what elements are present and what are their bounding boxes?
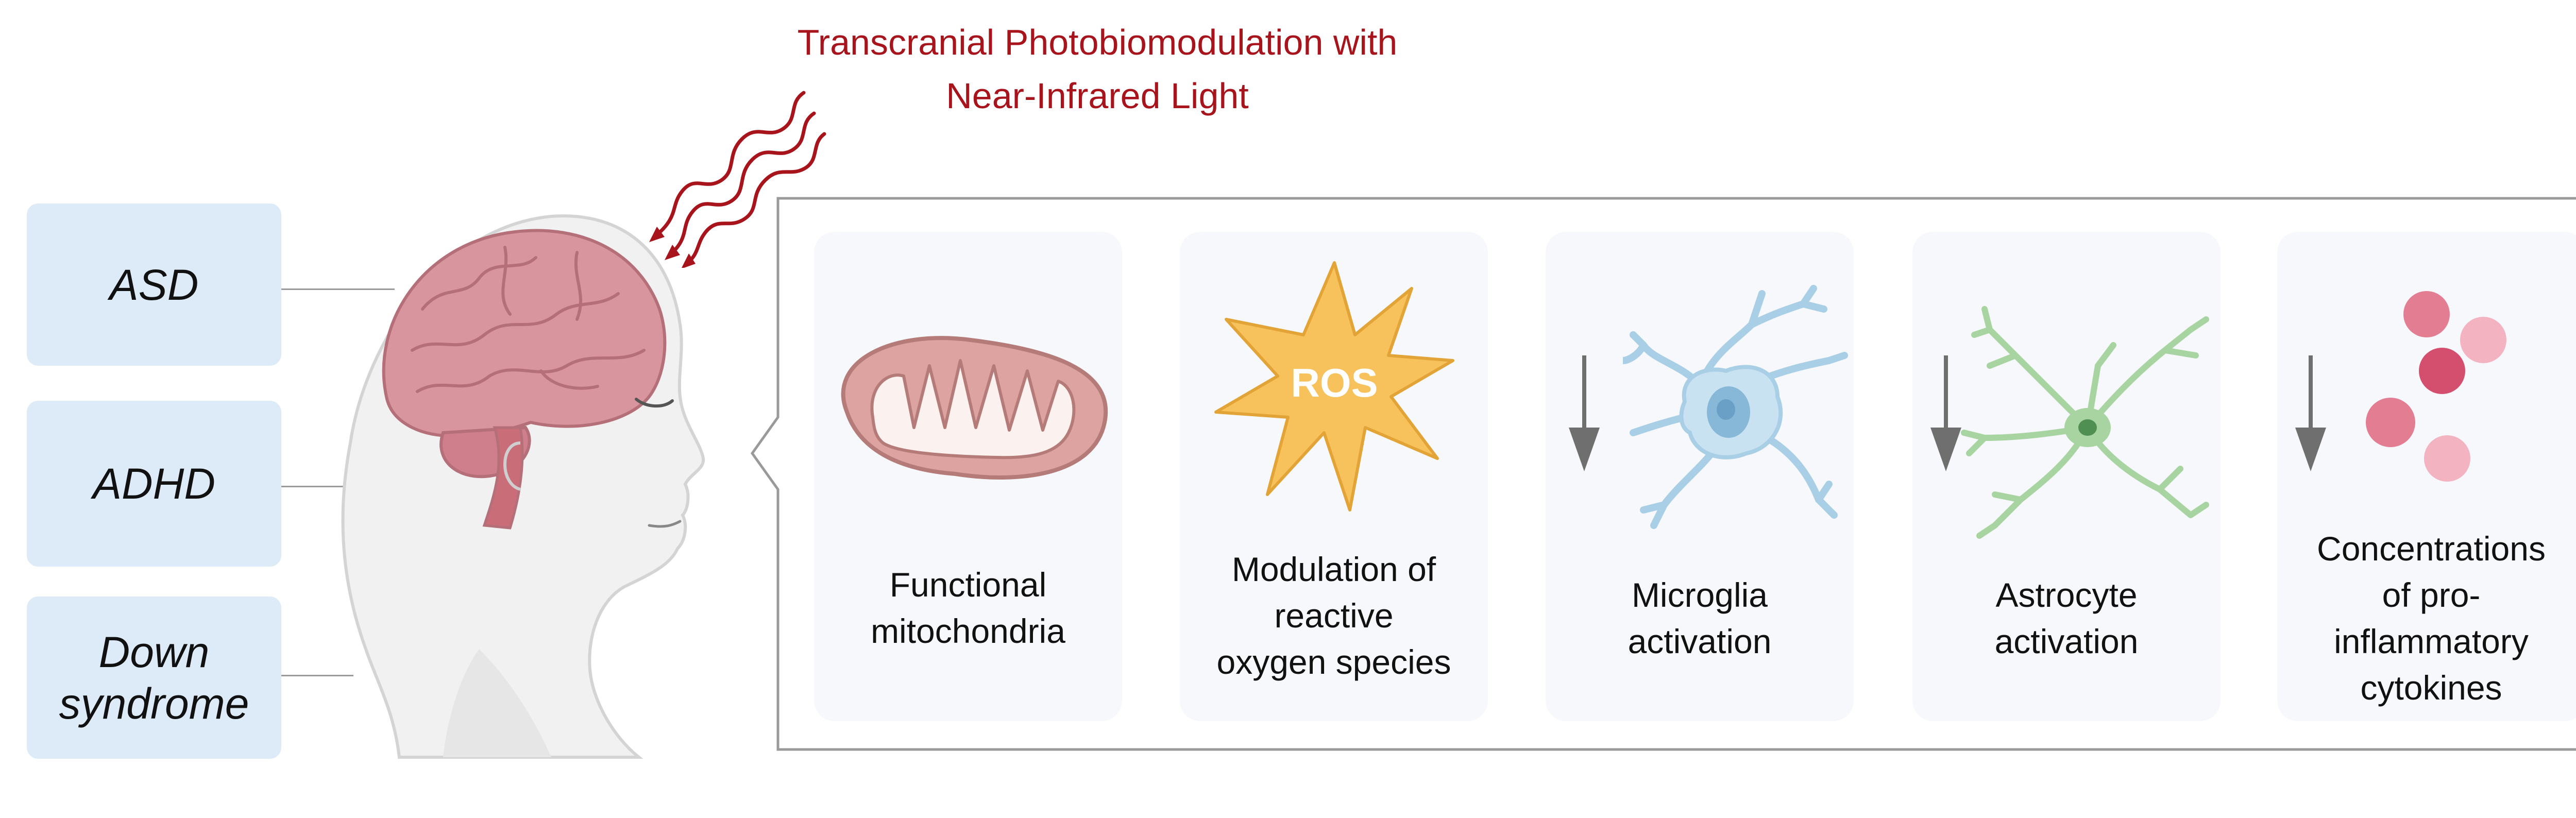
down-arrow-icon: [1569, 355, 1600, 471]
condition-box-down-syndrome: Down syndrome: [27, 597, 281, 759]
microglia-icon: [1623, 285, 1848, 529]
near-infrared-waves-icon: [649, 91, 826, 268]
diagram-title: Transcranial Photobiomodulation with Nea…: [685, 15, 1510, 123]
effect-label: Astrocyte activation: [1994, 576, 2139, 660]
connector-line: [281, 288, 395, 290]
effects-bracket: [750, 197, 2576, 751]
condition-label: Down: [98, 627, 210, 676]
ros-text: ROS: [1291, 360, 1378, 405]
head-with-brain-icon: [341, 214, 705, 759]
effect-card-microglia: Microglia activation: [1546, 232, 1854, 721]
effect-label: Microglia activation: [1628, 576, 1772, 660]
connector-line: [281, 675, 353, 676]
condition-label: ADHD: [92, 459, 215, 508]
ros-star-icon: ROS: [1214, 261, 1454, 512]
mitochondria-icon: [841, 336, 1108, 480]
cytokines-icon: [2366, 291, 2506, 482]
down-arrow-icon: [1930, 355, 1961, 471]
condition-label: ASD: [109, 260, 199, 309]
effect-label: Functional mitochondria: [871, 566, 1065, 650]
effect-label: Concentrations of pro- inflammatory cyto…: [2317, 530, 2546, 707]
title-line-1: Transcranial Photobiomodulation with: [797, 22, 1398, 62]
effect-card-ros: ROS Modulation of reactive oxygen specie…: [1180, 232, 1488, 721]
effect-label: Modulation of reactive oxygen species: [1216, 550, 1451, 681]
astrocyte-icon: [1961, 306, 2209, 539]
condition-box-adhd: ADHD: [27, 401, 281, 567]
condition-label: syndrome: [59, 679, 249, 728]
effect-card-cytokines: Concentrations of pro- inflammatory cyto…: [2277, 232, 2576, 721]
effect-card-mitochondria: Functional mitochondria: [814, 232, 1122, 721]
effect-card-astrocyte: Astrocyte activation: [1912, 232, 2221, 721]
down-arrow-icon: [2295, 355, 2326, 471]
title-line-2: Near-Infrared Light: [946, 76, 1249, 116]
condition-box-asd: ASD: [27, 203, 281, 366]
